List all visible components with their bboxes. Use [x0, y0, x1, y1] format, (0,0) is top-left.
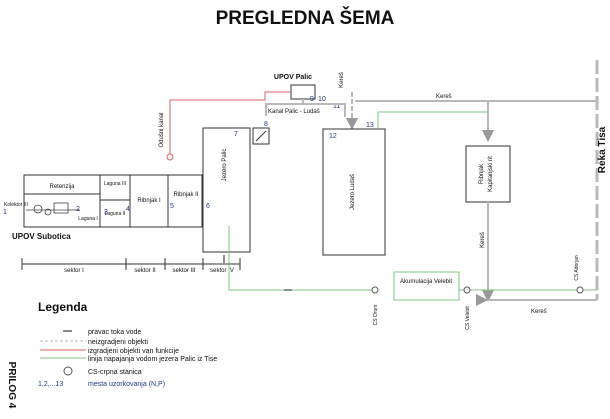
- kores-label-4: Kereš: [531, 309, 547, 315]
- legend-item-unbuilt: neizgradjeni objekti: [88, 339, 148, 346]
- sector-3: sektor III: [172, 268, 195, 274]
- cs-adorjan-pump: [576, 286, 584, 294]
- kanal-palic-ludas-label: Kanal Palic - Ludaš: [268, 109, 320, 115]
- legend-numbers-symbol: 1,2,...13: [38, 381, 63, 388]
- sample-8: 8: [264, 121, 268, 128]
- legend-pump-icon: [63, 366, 73, 376]
- legend-item-flow: pravac toka vode: [88, 329, 141, 336]
- jezero-ludas-label: Jezero Ludaš: [350, 174, 356, 210]
- upov-subotica-label: UPOV Subotica: [12, 232, 71, 241]
- sample-13: 13: [366, 122, 374, 129]
- laguna2-label: Laguna II: [105, 211, 126, 217]
- sector-2: sektor II: [134, 268, 156, 274]
- sample-3: 3: [104, 209, 108, 216]
- akumulacija-box: [393, 271, 460, 301]
- treatment-equipment: [26, 202, 80, 216]
- red-line-odusni: [169, 91, 291, 160]
- legend-item-feed-line: linija napajanja vodom jezera Palic iz T…: [88, 356, 217, 363]
- ribnjak-kapitanjski-box: [465, 145, 511, 203]
- river-label: Reka Tisa: [597, 126, 608, 173]
- sample-4: 4: [126, 206, 130, 213]
- sector-4: sektor IV: [210, 268, 234, 274]
- jezero-palic-label: Jezero Palic: [222, 149, 228, 182]
- kolektor-label: Kolektor III: [4, 202, 28, 208]
- jezero-palic-box: [202, 127, 251, 253]
- ribnjak-kapitanjski-label-b: Kapitanjski rit: [488, 156, 494, 192]
- odusni-kanal-label: Odušni kanal: [159, 112, 165, 147]
- palic-outlet-diag: [255, 130, 267, 142]
- cs-velebit-pump: [463, 286, 471, 294]
- channel-palic-ludas: [265, 103, 346, 117]
- sample-10: 10: [318, 96, 326, 103]
- cs-orom-pump: [371, 286, 379, 294]
- prilog-label: PRILOG 4: [6, 362, 17, 409]
- page-title: PREGLEDNA ŠEMA: [216, 7, 395, 29]
- sample-12: 12: [329, 133, 337, 140]
- cs-orom-label: CS Orom: [373, 305, 379, 326]
- jezero-ludas-box: [322, 128, 386, 256]
- legend-item-sampling: mesta uzorkovanja (N,P): [88, 381, 165, 388]
- sample-1: 1: [3, 209, 7, 216]
- akumulacija-label: Akumulacija Velebit: [400, 279, 452, 285]
- laguna3-label: Laguna III: [104, 181, 126, 187]
- odusni-kanal-node: [166, 153, 174, 161]
- sample-9: 9: [310, 96, 314, 103]
- legend-heading: Legenda: [38, 300, 88, 314]
- ribnjak1-label: Ribnjak I: [137, 198, 161, 204]
- sample-6: 6: [206, 203, 210, 210]
- cs-velebit-label: CS Velebit: [465, 306, 471, 330]
- cs-adorjan-label: CS Adorjan: [574, 255, 580, 281]
- kores-label-1: Kereš: [339, 72, 345, 88]
- legend-item-disused: izgradjeni objekti van funkcije: [88, 348, 179, 355]
- sample-5: 5: [170, 203, 174, 210]
- upov-palic-label: UPOV Palic: [274, 74, 312, 81]
- sector-ticks: [21, 258, 241, 270]
- green-feed-line: [228, 226, 375, 291]
- sample-2: 2: [76, 206, 80, 213]
- sector-1: sektor I: [64, 268, 84, 274]
- ribnjak-kapitanjski-label-a: Ribnjak: [479, 163, 485, 184]
- kores-label-3: Kereš: [480, 232, 486, 248]
- subotica-block: [23, 174, 203, 228]
- ribnjak2-label: Ribnjak II: [173, 192, 198, 198]
- retenzija-label: Retenzija: [49, 184, 75, 190]
- laguna1-label: Laguna I: [78, 216, 97, 222]
- kores-label-2: Kereš: [436, 94, 452, 100]
- green-feed-ludas: [377, 111, 488, 128]
- legend-item-pump: CS-crpna stanica: [88, 369, 142, 376]
- sample-7: 7: [234, 131, 238, 138]
- sample-11: 11: [333, 103, 340, 110]
